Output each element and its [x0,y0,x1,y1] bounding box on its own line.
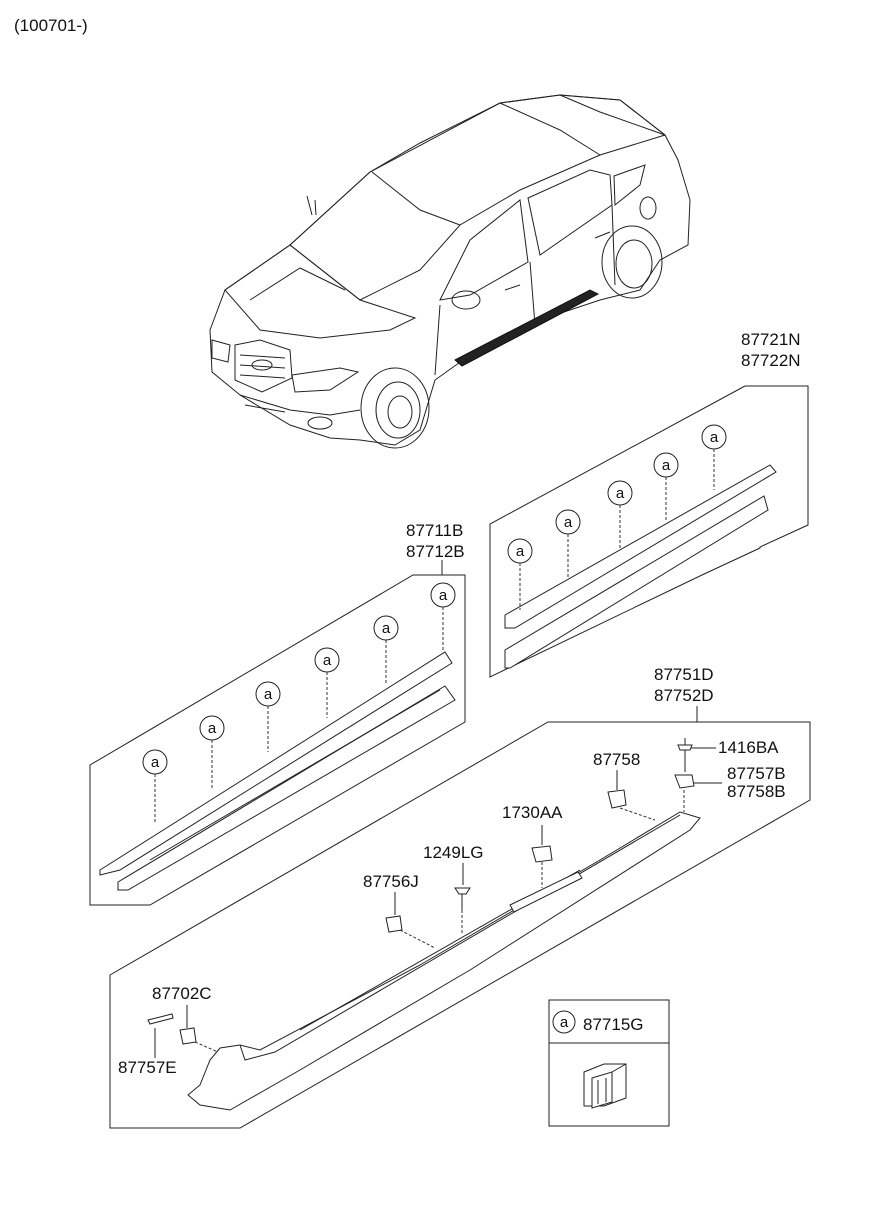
lower-part-label-a: 87711B [406,521,463,540]
fastener-clip-part [531,845,553,863]
clip-pair-label-b: 87758B [727,782,786,801]
fastener-clip-label: 1730AA [502,803,563,822]
legend-frame [548,999,670,1127]
upper-callouts: a a a a a [507,424,727,610]
callout-symbol: a [151,754,160,771]
clip-pair-label-a: 87757B [727,764,786,783]
side-sill-panel [187,811,701,1111]
lower-part-label-b: 87712B [406,542,465,561]
callout-symbol: a [616,485,625,502]
clip-end-part [179,1027,197,1045]
legend-part-label: 87715G [583,1015,644,1034]
upper-part-label-b: 87722N [741,351,801,370]
legend-box: a 87715G [548,999,670,1127]
upper-molding-strip-1 [504,464,777,629]
callout-symbol: a [662,457,671,474]
upper-part-label-a: 87721N [741,330,801,349]
side-sill-group: 87751D 87752D 1416BA 87757B 87758B 87758… [109,665,811,1129]
lower-molding-strip-2 [117,685,456,891]
sill-part-label-a: 87751D [654,665,714,684]
sill-group-frame [109,706,811,1129]
clip-end-label: 87757E [118,1058,177,1077]
callout-symbol: a [208,720,217,737]
rivet-label: 1416BA [718,738,779,757]
clip-side-label: 87756J [363,872,419,891]
screw-head [454,887,471,895]
clip-side-part [385,915,403,933]
screw-label: 1249LG [423,843,484,862]
rivet-part [677,744,693,751]
revision-label: (100701-) [14,16,88,35]
sill-rail-segment [509,871,583,913]
sill-part-label-b: 87752D [654,686,714,705]
clip-pair-part [674,774,695,789]
legend-clip-illustration [583,1063,627,1109]
lower-callouts: a a a a a a [142,582,456,822]
callout-symbol: a [323,652,332,669]
lower-molding-strip-1 [99,651,453,876]
legend-symbol: a [560,1014,569,1031]
callout-symbol: a [264,686,273,703]
upper-molding-group: 87721N 87722N a a a a a [489,330,809,678]
callout-symbol: a [439,587,448,604]
clip-top-label: 87758 [593,750,640,769]
lower-molding-group: 87711B 87712B a a a a a a [89,521,466,906]
tape-label: 87702C [152,984,212,1003]
clip-top-part [607,789,627,809]
callout-symbol: a [710,429,719,446]
car-illustration [209,94,691,449]
side-molding-highlight [454,289,600,367]
upper-molding-strip-2 [504,495,769,669]
callout-symbol: a [564,514,573,531]
lower-group-frame [89,560,466,906]
tape-part [147,1013,174,1025]
callout-symbol: a [382,620,391,637]
callout-symbol: a [516,543,525,560]
upper-group-frame [489,385,809,678]
